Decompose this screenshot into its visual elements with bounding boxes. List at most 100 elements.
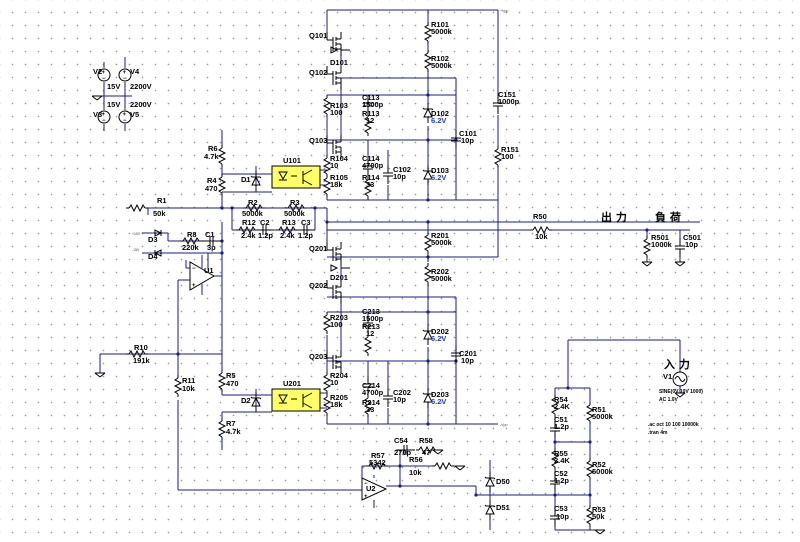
port-bottom-rail: -Vpp: [500, 423, 507, 427]
D201-label: D201: [330, 273, 348, 282]
ground-icon: [674, 261, 686, 267]
R1-ref: R1: [157, 196, 167, 205]
R3-ref: R3: [290, 198, 300, 207]
C114-value: 4700p: [362, 161, 384, 170]
R12-ref: R12: [242, 218, 256, 227]
C51-ref: C51: [554, 415, 568, 424]
supply-sources: [97, 57, 132, 131]
C51-value: 1.2p: [554, 422, 569, 431]
ground-icon: [641, 261, 653, 267]
output-wiring: [574, 228, 690, 262]
R213-value: 12: [366, 329, 374, 338]
D201-diode: [330, 264, 350, 272]
Q101-transistor: [326, 31, 342, 57]
R5-value: 470: [226, 379, 239, 388]
port-top-rail: +Vpp: [500, 9, 508, 13]
C52-ref: C52: [554, 469, 568, 478]
C101-ref: C101: [459, 129, 477, 138]
R102-ref: R102: [431, 54, 449, 63]
C151-value: 1000p: [498, 97, 520, 106]
D51-label: D51: [496, 503, 510, 512]
R58-value: 47: [422, 448, 430, 457]
ground-icon: [91, 95, 103, 101]
C3-value: 1.2p: [298, 231, 313, 240]
D1-label: D1: [241, 175, 251, 184]
R4-ref: R4: [207, 176, 217, 185]
D3-label: D3: [148, 235, 158, 244]
R7-ref: R7: [226, 419, 236, 428]
U201-label: U201: [283, 379, 301, 388]
R114-ref: R114: [362, 173, 380, 182]
R5-ref: R5: [226, 371, 236, 380]
C54-ref: C54: [394, 436, 409, 445]
R54-ref: R54: [554, 395, 569, 404]
left-wiring: [99, 130, 362, 491]
V3-value: 15V: [107, 100, 120, 109]
load-label: 負 荷: [655, 210, 681, 224]
R2-ref: R2: [248, 198, 258, 207]
C151-ref: C151: [498, 90, 516, 99]
C213-value: 1500p: [362, 314, 384, 323]
R50-ref: R50: [533, 212, 547, 221]
R53-value: 50k: [592, 512, 605, 521]
R55-ref: R55: [554, 449, 568, 458]
R501-value: 1000k: [651, 240, 673, 249]
R56-ref: R56: [409, 455, 423, 464]
V1-value: SINE(0V 10V 1000): [659, 389, 703, 395]
R8-value: 220k: [182, 243, 200, 252]
R54-value: 2.4K: [554, 402, 570, 411]
C53-value: 10p: [556, 512, 569, 521]
C114-ref: C114: [362, 154, 380, 163]
R201-ref: R201: [431, 231, 449, 240]
R57-value: 5342: [369, 458, 386, 467]
R6-ref: R6: [208, 144, 218, 153]
R204-value: 10: [330, 378, 338, 387]
R56-value: 10k: [409, 468, 422, 477]
C202-capacitor: [382, 387, 394, 408]
ground-icon: [432, 449, 444, 455]
R51-ref: R51: [592, 405, 606, 414]
R2-value: 5000k: [242, 209, 264, 218]
R55-value: 2.4K: [554, 456, 570, 465]
R10-ref: R10: [134, 343, 148, 352]
D50-zener: [484, 471, 496, 493]
R4-resistor: [218, 173, 226, 197]
port-plus15-d3: +15V: [132, 232, 141, 236]
C1-ref: C1: [205, 230, 215, 239]
U2-opamp: −+: [361, 477, 388, 501]
R151-value: 100: [501, 152, 514, 161]
R214-ref: R214: [362, 398, 381, 407]
R51-value: 5000k: [592, 412, 614, 421]
Q202-transistor: [326, 279, 342, 305]
R53-ref: R53: [592, 505, 606, 514]
R4-value: 470: [205, 184, 218, 193]
C113-value: 1500p: [362, 100, 384, 109]
V4-value: 2200V: [130, 82, 152, 91]
C202-value: 10p: [393, 395, 406, 404]
D203-ref: D203: [431, 390, 449, 399]
C501-value: 10p: [685, 240, 698, 249]
R104-ref: R104: [330, 154, 349, 163]
D202-ref: D202: [431, 327, 449, 336]
C102-capacitor: [382, 164, 394, 185]
V1-sine-source-icon: [672, 371, 688, 387]
C201-ref: C201: [459, 349, 477, 358]
R8-ref: R8: [187, 230, 197, 239]
R203-value: 100: [330, 320, 343, 329]
svg-text:+: +: [364, 494, 368, 500]
D103-ref: D103: [431, 166, 449, 175]
svg-text:−: −: [364, 481, 368, 487]
C113-ref: C113: [362, 93, 380, 102]
Q202-label: Q202: [309, 281, 327, 290]
R52-value: 5000k: [592, 467, 614, 476]
svg-text:−: −: [192, 266, 196, 272]
C201-value: 10p: [461, 356, 474, 365]
R204-ref: R204: [330, 371, 349, 380]
R13-ref: R13: [282, 218, 296, 227]
ground-icon: [454, 465, 466, 471]
Q103-label: Q103: [309, 136, 327, 145]
R11-ref: R11: [182, 376, 195, 385]
C202-ref: C202: [393, 388, 411, 397]
